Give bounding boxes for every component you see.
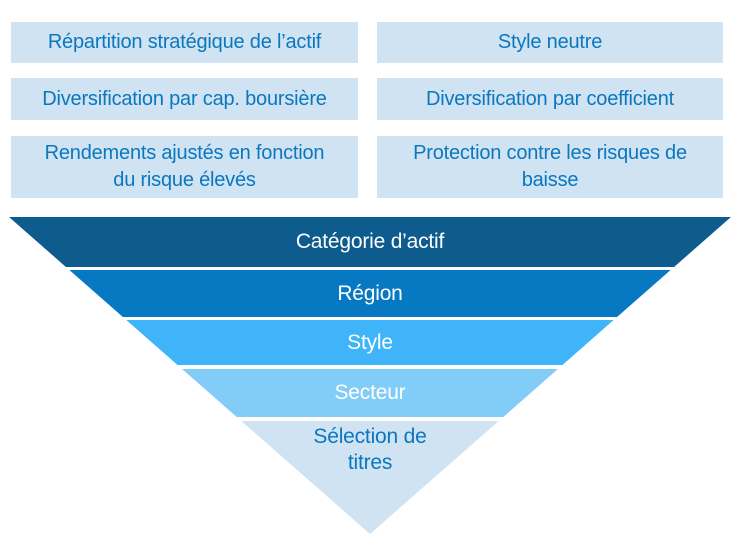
- benefit-box-downside-protection: Protection contre les risques de baisse: [377, 136, 723, 198]
- benefit-box-label: Rendements ajustés en fonction du risque…: [44, 142, 325, 191]
- benefit-box-label: Diversification par coefficient: [426, 87, 674, 110]
- funnel-label-security-selection: Sélection de titres: [313, 425, 427, 474]
- benefit-box-label: Diversification par cap. boursière: [42, 87, 327, 110]
- funnel-label-sector: Secteur: [334, 381, 406, 404]
- benefit-box-neutral-style: Style neutre: [377, 22, 723, 63]
- funnel-label-asset-class: Catégorie d’actif: [295, 230, 445, 253]
- funnel-label-style: Style: [347, 331, 393, 354]
- benefit-box-strategic-allocation: Répartition stratégique de l’actif: [11, 22, 358, 63]
- benefit-box-label: Style neutre: [497, 31, 603, 53]
- funnel-band-asset-class: [9, 217, 731, 267]
- benefit-box-label: Répartition stratégique de l’actif: [47, 31, 322, 53]
- benefit-box-label: Protection contre les risques de baisse: [413, 142, 687, 191]
- funnel-label-region: Région: [337, 282, 403, 305]
- benefit-box-coefficient-diversification: Diversification par coefficient: [377, 78, 723, 120]
- benefit-box-risk-adjusted-returns: Rendements ajustés en fonction du risque…: [11, 136, 358, 198]
- benefit-box-cap-diversification: Diversification par cap. boursière: [11, 78, 358, 120]
- funnel-band-region: [9, 270, 731, 317]
